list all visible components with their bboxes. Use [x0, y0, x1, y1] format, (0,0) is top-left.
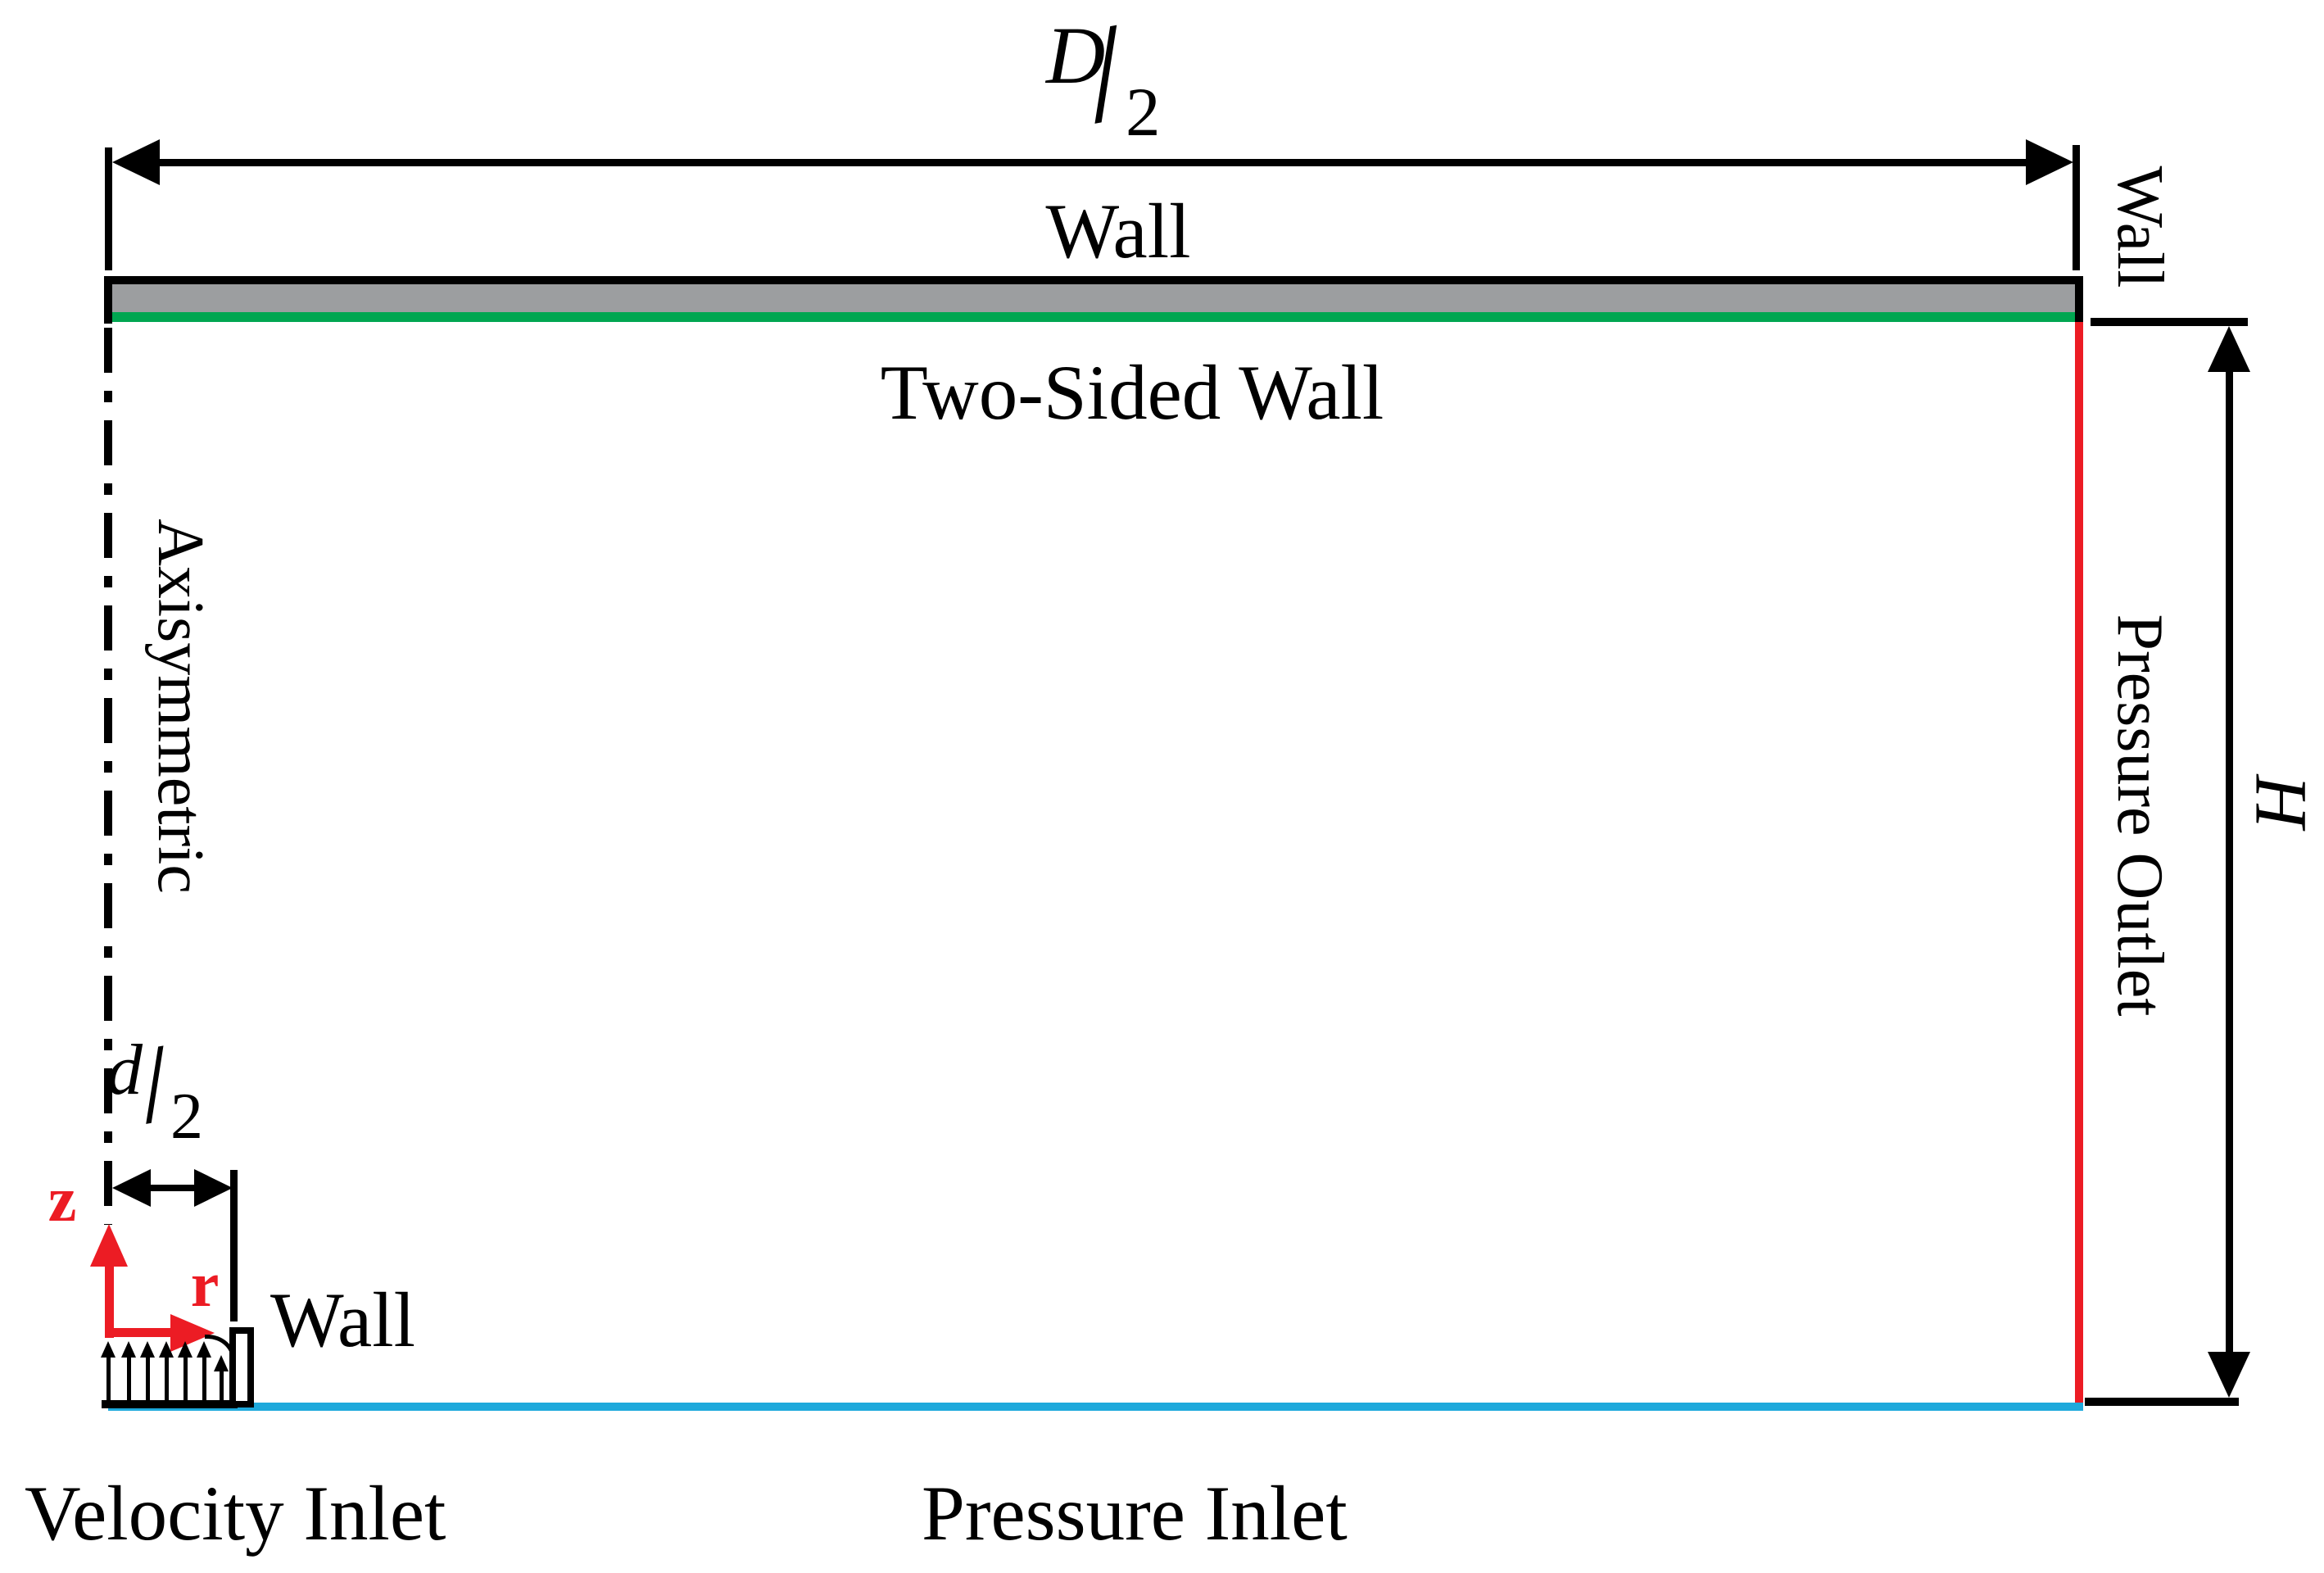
velocity-arrowhead-icon — [121, 1341, 136, 1358]
dimension-d-arrowhead-left-icon — [112, 1169, 151, 1207]
wall-right-label: Wall — [2104, 165, 2176, 288]
velocity-arrow-line — [127, 1356, 131, 1400]
dimension-D-tick-right — [2073, 145, 2080, 270]
z-axis-arrowhead-icon — [90, 1224, 128, 1267]
dimension-D-arrowhead-right-icon — [2026, 139, 2073, 185]
dimension-D-denominator: 2 — [1126, 74, 1161, 151]
velocity-arrowhead-icon — [178, 1341, 193, 1358]
pressure-outlet-label: Pressure Outlet — [2104, 614, 2176, 1017]
r-axis-label: r — [190, 1249, 220, 1321]
axisymmetric-label: Axisymmetric — [144, 519, 216, 894]
r-axis-line — [105, 1328, 174, 1337]
top-wall-endcap-right — [2075, 276, 2083, 322]
dimension-d-denominator: 2 — [170, 1081, 203, 1153]
wall-nozzle-label: Wall — [270, 1276, 416, 1363]
dimension-D-arrowhead-left-icon — [112, 139, 160, 185]
velocity-arrow-line — [165, 1356, 169, 1400]
dimension-d-numerator: d — [106, 1031, 143, 1110]
dimension-label-H: H — [2240, 774, 2322, 828]
two-sided-wall-label: Two-Sided Wall — [880, 349, 1384, 437]
top-wall-gray-fill — [108, 284, 2079, 312]
velocity-arrowhead-icon — [101, 1341, 116, 1358]
dimension-H-tick-bottom — [2085, 1398, 2239, 1406]
dimension-H-arrowhead-up-icon — [2208, 326, 2250, 372]
dimension-H-arrowhead-down-icon — [2208, 1352, 2250, 1398]
pressure-inlet-line — [108, 1403, 2083, 1411]
pressure-outlet-line — [2075, 322, 2083, 1405]
velocity-arrow-line — [183, 1356, 188, 1400]
dimension-d-arrowhead-right-icon — [194, 1169, 233, 1207]
top-wall-outline — [104, 276, 2083, 284]
dimension-D-numerator: D — [1046, 10, 1106, 101]
dimension-H-tick-top — [2091, 318, 2248, 326]
velocity-arrowhead-icon — [159, 1341, 174, 1358]
top-wall-endcap-left — [104, 276, 112, 324]
dimension-d-line — [123, 1185, 225, 1191]
velocity-arrowhead-icon — [140, 1341, 155, 1358]
nozzle-wall-lip — [229, 1327, 254, 1408]
dimension-D-tick-left — [105, 147, 112, 270]
dimension-D-line — [123, 159, 2064, 166]
velocity-arrow-line — [220, 1370, 224, 1400]
z-axis-label: z — [48, 1163, 77, 1235]
z-axis-line — [105, 1262, 114, 1338]
symmetry-axis-line — [104, 328, 112, 1225]
velocity-arrow-line — [106, 1356, 111, 1400]
pressure-inlet-label: Pressure Inlet — [922, 1470, 1348, 1557]
velocity-arrow-line — [202, 1356, 206, 1400]
wall-top-label: Wall — [1045, 188, 1191, 275]
velocity-inlet-label: Velocity Inlet — [25, 1470, 446, 1557]
velocity-inlet-baseline — [102, 1400, 238, 1408]
dimension-d-extension-line — [230, 1170, 238, 1321]
velocity-arrow-line — [146, 1356, 150, 1400]
dimension-H-line — [2226, 344, 2233, 1385]
two-sided-wall-line — [108, 312, 2079, 322]
